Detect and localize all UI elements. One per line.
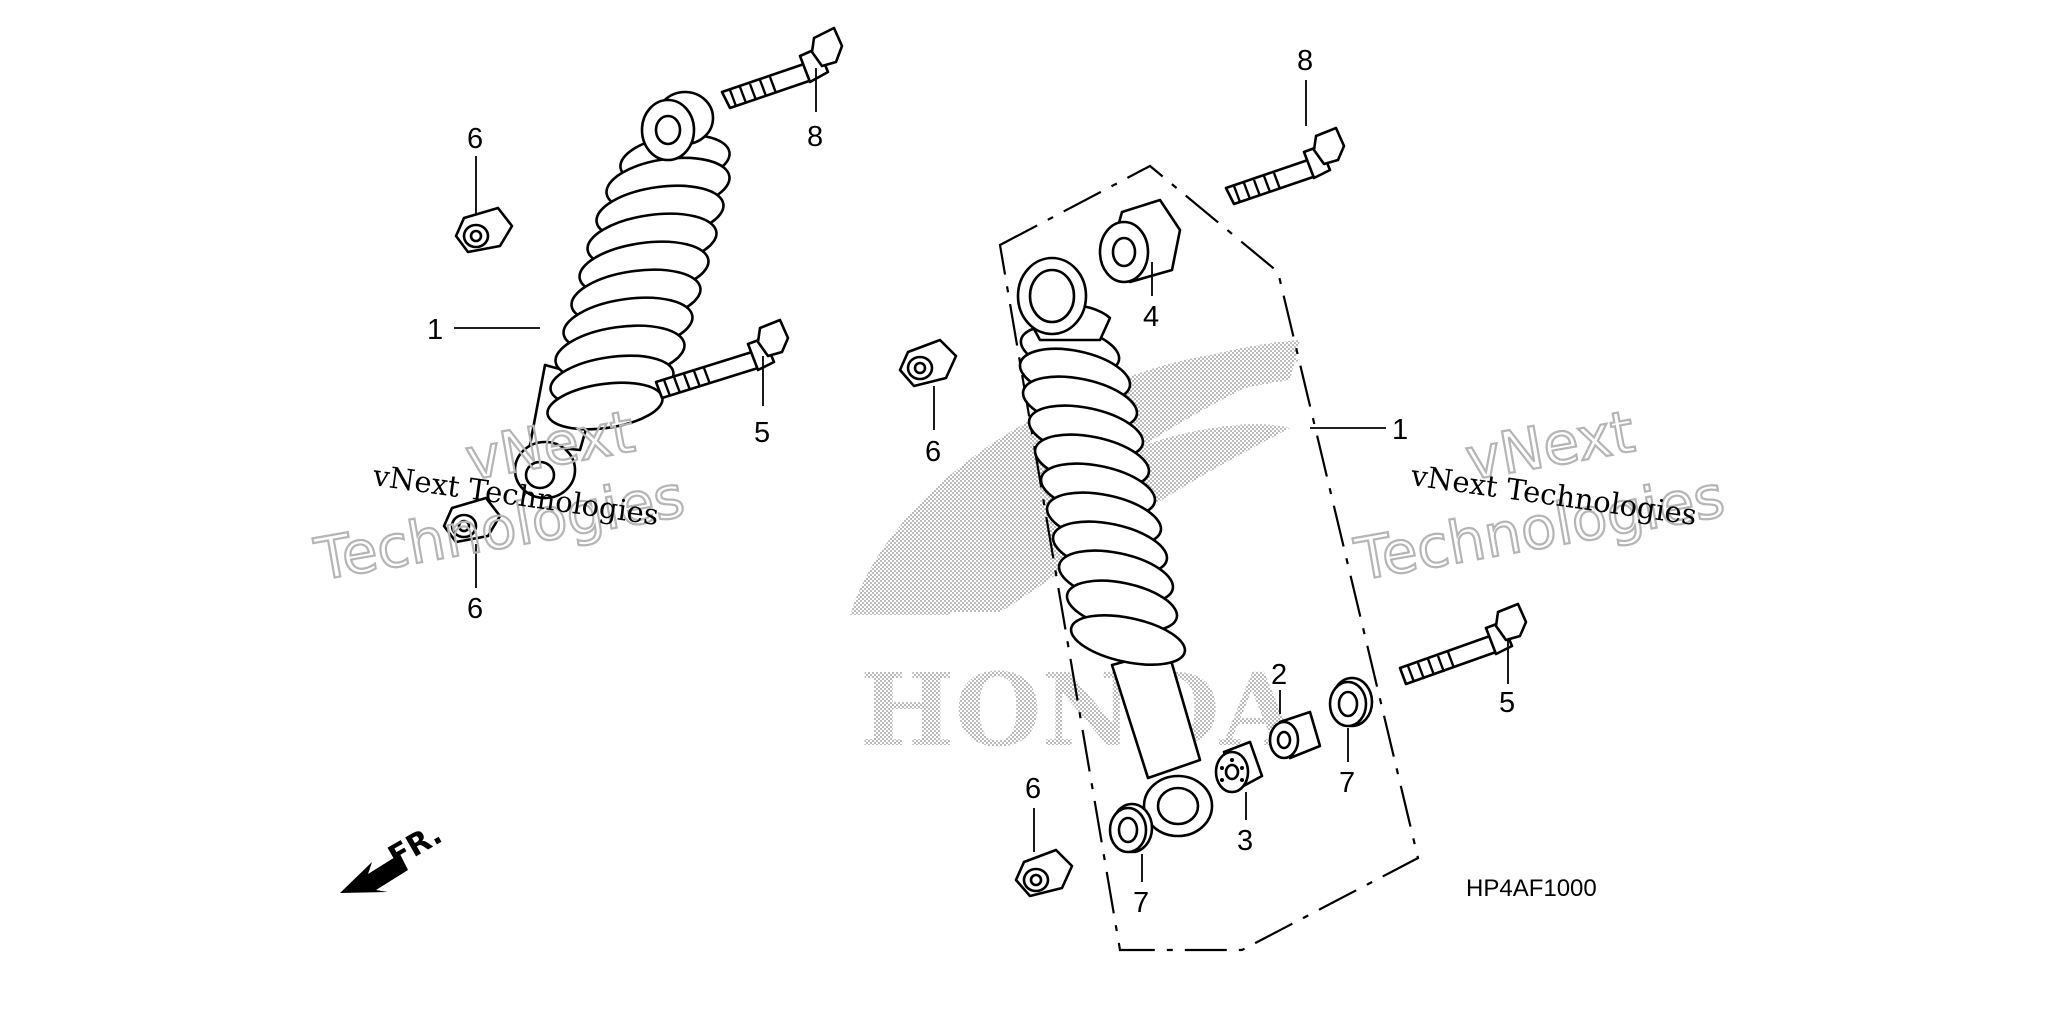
callout-5-right: 5 bbox=[1499, 687, 1515, 719]
collar bbox=[1268, 710, 1322, 760]
callout-8-right: 8 bbox=[1297, 45, 1313, 77]
left-flange-nut-upper bbox=[454, 206, 514, 254]
front-direction-arrow-icon bbox=[340, 854, 408, 893]
callout-7-right: 7 bbox=[1339, 767, 1355, 799]
left-upper-bolt bbox=[720, 26, 844, 110]
callout-4: 4 bbox=[1143, 301, 1159, 333]
watermark-left: vNext Technologies vNext Technologies bbox=[309, 396, 691, 595]
right-upper-bolt bbox=[1224, 126, 1346, 206]
right-flange-nut-upper bbox=[898, 338, 958, 388]
needle-bearing bbox=[1214, 740, 1264, 794]
front-direction-indicator: FR. bbox=[340, 817, 448, 893]
rubber-bushing bbox=[1098, 198, 1182, 284]
right-shock-absorber bbox=[1016, 256, 1214, 838]
dust-seal-lower bbox=[1108, 802, 1154, 854]
callout-5-left: 5 bbox=[754, 417, 770, 449]
callout-6-right-upper: 6 bbox=[925, 436, 941, 468]
dust-seal-right bbox=[1328, 676, 1374, 728]
leader-lines bbox=[454, 68, 1509, 882]
callout-2: 2 bbox=[1271, 659, 1287, 691]
callout-1-left: 1 bbox=[427, 314, 443, 346]
callout-8-left: 8 bbox=[807, 121, 823, 153]
assembly-outline bbox=[998, 164, 1420, 952]
callout-6-left-bottom: 6 bbox=[467, 593, 483, 625]
left-shock-absorber bbox=[513, 90, 731, 500]
honda-brand-watermark: HONDA bbox=[860, 651, 1299, 769]
left-flange-nut-lower bbox=[442, 496, 502, 544]
callout-6-right-lower: 6 bbox=[1025, 773, 1041, 805]
callout-1-right: 1 bbox=[1392, 414, 1408, 446]
callout-7-lower: 7 bbox=[1133, 887, 1149, 919]
callout-3: 3 bbox=[1237, 825, 1253, 857]
left-coil-spring bbox=[546, 133, 731, 431]
right-coil-spring bbox=[1018, 324, 1187, 666]
diagram-code: HP4AF1000 bbox=[1466, 875, 1597, 902]
left-lower-bolt bbox=[654, 318, 790, 400]
right-flange-nut-lower bbox=[1014, 848, 1074, 898]
callout-6-left-top: 6 bbox=[467, 123, 483, 155]
right-lower-bolt bbox=[1398, 602, 1528, 686]
